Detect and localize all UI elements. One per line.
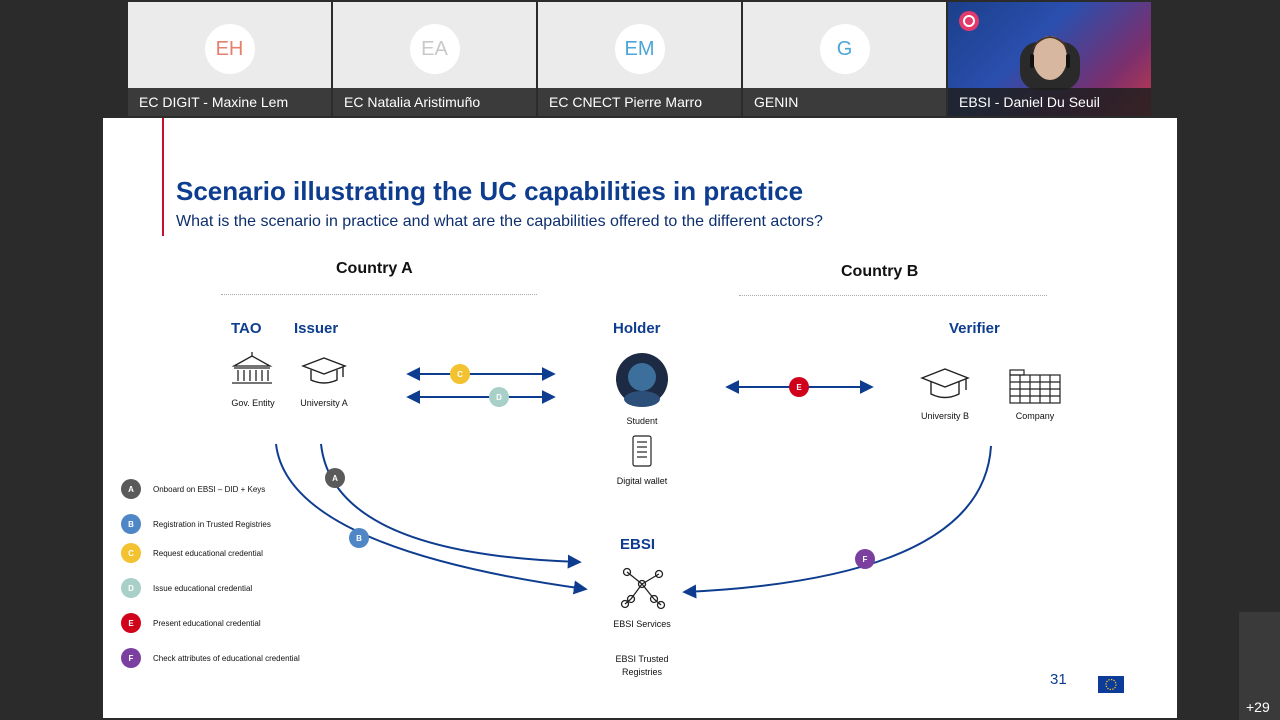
mobile-wallet-icon — [632, 435, 652, 467]
legend-text: Issue educational credential — [153, 583, 253, 593]
participant-name: GENIN — [743, 88, 946, 116]
participant-tile[interactable]: EM EC CNECT Pierre Marro — [538, 2, 741, 116]
svg-text:C: C — [457, 370, 463, 379]
legend-item: B Registration in Trusted Registries — [121, 514, 271, 534]
participant-name: EBSI - Daniel Du Seuil — [948, 88, 1151, 116]
participant-avatar: EH — [204, 24, 255, 74]
participant-name: EC DIGIT - Maxine Lem — [128, 88, 331, 116]
legend-dot: A — [121, 479, 141, 499]
actor-ebsi: EBSI — [620, 536, 656, 553]
country-a-heading: Country A — [336, 260, 413, 277]
slide-page-number: 31 — [1050, 671, 1067, 688]
participant-avatar: G — [819, 24, 870, 74]
university-b-label: University B — [920, 411, 969, 421]
svg-text:B: B — [356, 534, 362, 543]
participant-name: EC CNECT Pierre Marro — [538, 88, 741, 116]
university-a-label: University A — [300, 398, 348, 408]
avatar-initials: EM — [624, 37, 655, 60]
digital-wallet-label: Digital wallet — [616, 476, 668, 486]
government-building-icon — [231, 352, 273, 384]
legend-item: E Present educational credential — [121, 613, 261, 633]
check-arrow — [682, 445, 992, 599]
participant-tile[interactable]: G GENIN — [743, 2, 946, 116]
svg-text:A: A — [332, 474, 338, 483]
participant-video-icon — [1020, 36, 1080, 90]
slide-accent-bar — [162, 118, 164, 236]
registration-arrow — [275, 443, 588, 595]
legend-text: Registration in Trusted Registries — [153, 519, 271, 529]
step-marker-a: A — [325, 468, 345, 488]
student-label: Student — [626, 416, 658, 426]
slide-subtitle: What is the scenario in practice and wha… — [176, 213, 823, 230]
participant-strip: EH EC DIGIT - Maxine Lem EA EC Natalia A… — [128, 2, 1152, 116]
avatar-initials: EH — [215, 37, 244, 60]
legend-dot: D — [121, 578, 141, 598]
participant-avatar: EA — [409, 24, 460, 74]
company-label: Company — [1015, 411, 1055, 421]
company-building-icon — [1009, 369, 1061, 404]
legend-text: Present educational credential — [153, 618, 261, 628]
slide-title: Scenario illustrating the UC capabilitie… — [176, 176, 804, 206]
legend-item: A Onboard on EBSI – DID + Keys — [121, 479, 265, 499]
country-b-heading: Country B — [841, 263, 919, 280]
participant-tile-video[interactable]: EBSI - Daniel Du Seuil — [948, 2, 1151, 116]
legend-text: Check attributes of educational credenti… — [153, 653, 300, 663]
scenario-diagram: C D E A B F — [231, 352, 1061, 610]
svg-text:D: D — [496, 393, 502, 402]
avatar-initials: G — [836, 37, 853, 60]
legend-item: F Check attributes of educational creden… — [121, 648, 300, 668]
country-b-divider — [739, 295, 1047, 296]
eu-flag-icon — [1098, 676, 1124, 693]
actor-holder: Holder — [613, 320, 661, 337]
actor-verifier: Verifier — [949, 320, 1000, 337]
student-photo-icon — [616, 353, 668, 407]
legend-dot: E — [121, 613, 141, 633]
side-panel — [1239, 612, 1280, 720]
actor-tao: TAO — [231, 320, 262, 337]
svg-text:E: E — [796, 383, 802, 392]
legend-text: Request educational credential — [153, 548, 263, 558]
legend-dot: C — [121, 543, 141, 563]
ebsi-trusted-registries-label: EBSI Trusted Registries — [615, 654, 669, 677]
participant-name: EC Natalia Aristimuño — [333, 88, 536, 116]
step-marker-c: C — [450, 364, 470, 384]
app-logo-icon — [959, 11, 979, 31]
legend-item: C Request educational credential — [121, 543, 263, 563]
step-marker-d: D — [489, 387, 509, 407]
step-marker-b: B — [349, 528, 369, 548]
legend-item: D Issue educational credential — [121, 578, 252, 598]
graduation-cap-icon — [920, 368, 970, 399]
actor-issuer: Issuer — [294, 320, 339, 337]
more-participants-count[interactable]: +29 — [1246, 699, 1270, 715]
network-nodes-icon — [620, 567, 666, 610]
participant-tile[interactable]: EH EC DIGIT - Maxine Lem — [128, 2, 331, 116]
ebsi-services-label: EBSI Services — [613, 619, 671, 629]
legend-dot: F — [121, 648, 141, 668]
svg-text:F: F — [863, 555, 868, 564]
shared-slide: Scenario illustrating the UC capabilitie… — [103, 118, 1177, 718]
legend-dot: B — [121, 514, 141, 534]
step-marker-e: E — [789, 377, 809, 397]
graduation-cap-icon — [301, 357, 347, 384]
avatar-initials: EA — [421, 37, 448, 60]
participant-avatar: EM — [614, 24, 665, 74]
step-marker-f: F — [855, 549, 875, 569]
participant-tile[interactable]: EA EC Natalia Aristimuño — [333, 2, 536, 116]
country-a-divider — [221, 294, 537, 295]
legend-text: Onboard on EBSI – DID + Keys — [153, 484, 266, 494]
gov-entity-label: Gov. Entity — [231, 398, 275, 408]
